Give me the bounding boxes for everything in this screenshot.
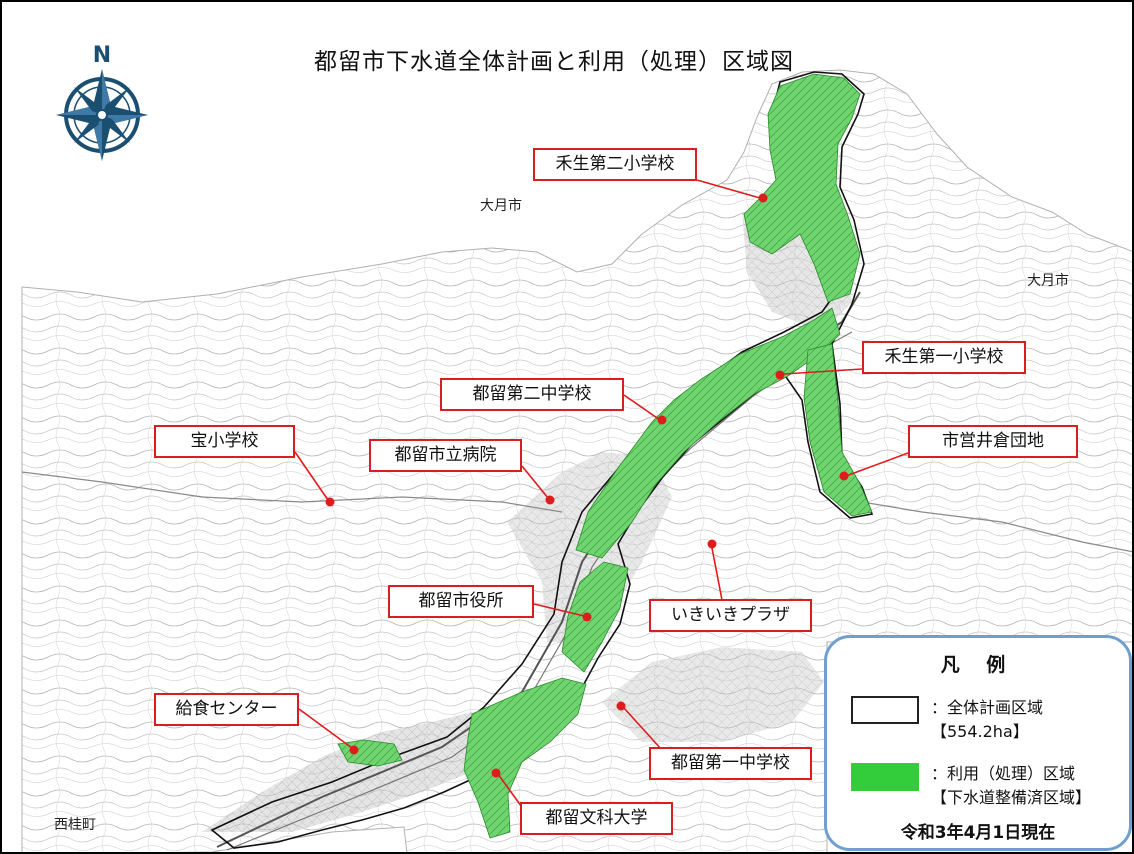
legend-swatch-planning-area	[851, 696, 919, 724]
marker-ikiiki	[707, 539, 717, 549]
callout-ichiei-ikura-danchi: 市営井倉団地	[908, 425, 1078, 458]
marker-habu-no2	[758, 193, 768, 203]
place-label-otsuki-east: 大月市	[1027, 273, 1069, 289]
marker-takara	[325, 497, 335, 507]
callout-habu-no2-elementary: 禾生第二小学校	[533, 148, 697, 181]
service-area-mid	[575, 307, 841, 559]
callout-city-hall: 都留市役所	[388, 585, 534, 618]
callout-tsuru-no1-junior-high: 都留第一中学校	[649, 747, 812, 780]
marker-ichiei-ikura	[839, 471, 849, 481]
callout-tsuru-no2-junior-high: 都留第二中学校	[440, 378, 624, 411]
compass-rose-icon	[56, 69, 148, 161]
marker-hospital	[545, 495, 555, 505]
callout-city-hospital: 都留市立病院	[369, 439, 522, 472]
callout-takara-elementary: 宝小学校	[154, 425, 295, 458]
legend-date: 令和3年4月1日現在	[900, 823, 1056, 843]
legend-title: 凡 例	[940, 654, 1016, 676]
callout-habu-no1-elementary: 禾生第一小学校	[862, 341, 1026, 374]
marker-tsuru-no2-jhs	[657, 415, 667, 425]
map-title: 都留市下水道全体計画と利用（処理）区域図	[314, 49, 794, 75]
legend-planning-area: 【554.2ha】	[931, 722, 1029, 741]
map-legend: 凡 例 ：全体計画区域 【554.2ha】 ：利用（処理）区域 【下水道整備済区…	[824, 635, 1132, 851]
place-label-nishikatsura: 西桂町	[54, 817, 96, 833]
service-area-ikura	[803, 343, 873, 517]
marker-tsuru-no1-jhs	[616, 701, 626, 711]
place-label-otsuki-north: 大月市	[480, 198, 522, 214]
marker-kyushoku	[349, 745, 359, 755]
compass-north-label: N	[93, 43, 111, 68]
legend-service-label: ：利用（処理）区域	[931, 764, 1076, 783]
facility-markers	[325, 193, 849, 778]
marker-bunka-univ	[491, 768, 501, 778]
pointer-arrows	[294, 179, 909, 811]
road-east	[861, 501, 1132, 553]
marker-habu-no1	[775, 370, 785, 380]
legend-swatch-service-area	[851, 763, 919, 791]
legend-service-note: 【下水道整備済区域】	[931, 788, 1092, 807]
service-area-cityhall	[561, 561, 629, 673]
callout-kyushoku-center: 給食センター	[154, 693, 299, 726]
road-west	[21, 471, 563, 513]
callout-ikiiki-plaza: いきいきプラザ	[649, 599, 812, 632]
valley-town-west	[202, 712, 502, 832]
legend-planning-label: ：全体計画区域	[931, 698, 1044, 717]
service-area-south	[463, 677, 587, 839]
service-area-north	[743, 73, 861, 303]
callout-tsuru-bunka-university: 都留文科大学	[520, 802, 673, 835]
marker-city-hall	[582, 612, 592, 622]
valley-town-east	[602, 647, 824, 742]
